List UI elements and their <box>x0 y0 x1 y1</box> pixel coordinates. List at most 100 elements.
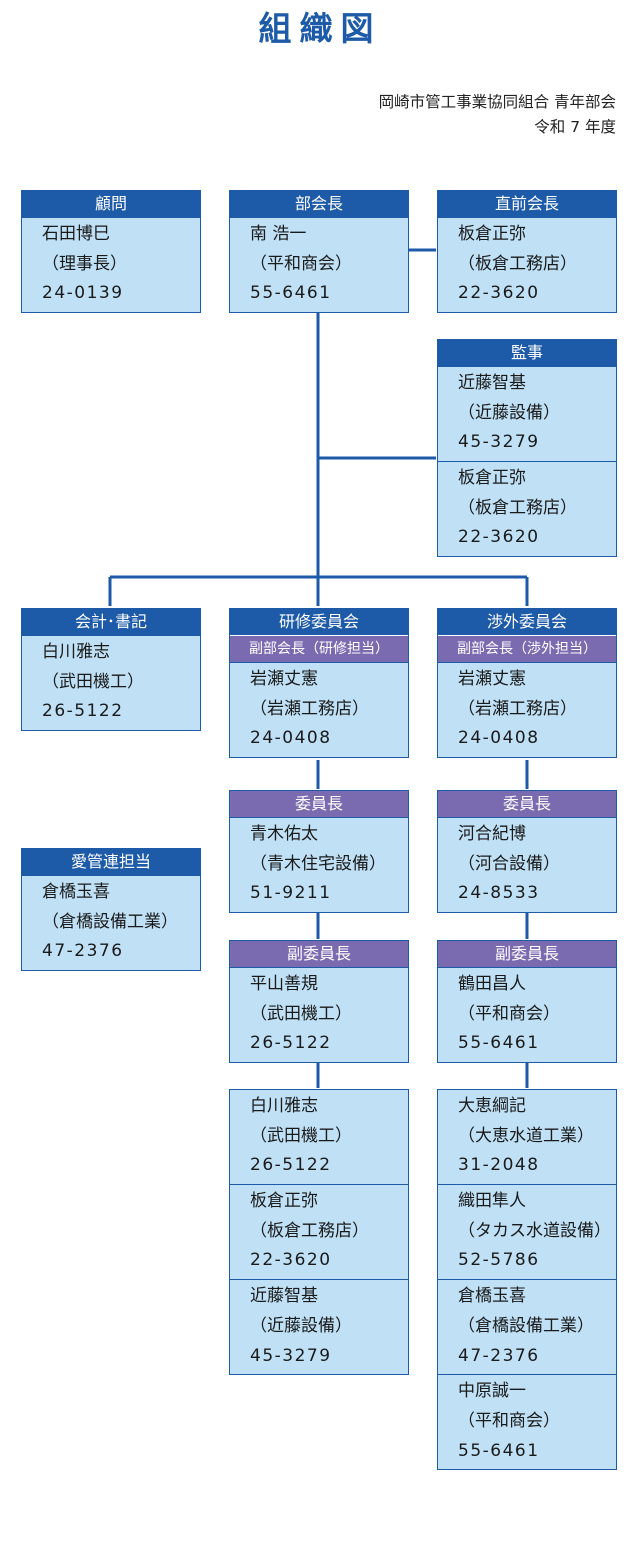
person-phone: 26-5122 <box>42 701 124 722</box>
person-entry: 近藤智基 （近藤設備） 45-3279 <box>230 1279 408 1374</box>
box-subheader: 副部会長（研修担当） <box>230 635 408 662</box>
box-kenshu-members: 白川雅志 （武田機工） 26-5122 板倉正弥 （板倉工務店） 22-3620 近藤智基 （… <box>229 1089 409 1376</box>
organization-name: 岡崎市管工事業協同組合 青年部会 <box>378 93 616 111</box>
person-entry: 白川雅志 （武田機工） 26-5122 <box>230 1090 408 1184</box>
box-header: 会計･書記 <box>22 609 200 635</box>
box-shogai-chair: 委員長河合紀博（河合設備）24-8533 <box>437 790 617 914</box>
person-company: （岩瀬工務店） <box>250 698 369 719</box>
person-entry: 近藤智基 （近藤設備） 45-3279 <box>438 366 616 461</box>
person-name: 石田博巳 <box>42 224 110 244</box>
person-phone: 26-5122 <box>250 1155 332 1176</box>
person-company: （近藤設備） <box>458 402 560 423</box>
person-entry: 倉橋玉喜 （倉橋設備工業） 47-2376 <box>22 875 200 970</box>
box-header: 直前会長 <box>438 191 616 217</box>
person-phone: 45-3279 <box>250 1345 332 1366</box>
person-name: 白川雅志 <box>42 642 110 662</box>
person-name: 鶴田昌人 <box>458 974 526 994</box>
person-entry: 石田博巳（理事長）24-0139 <box>22 217 200 312</box>
box-kenshu-vice-chair: 副委員長平山善規 （武田機工） 26-5122 <box>229 940 409 1064</box>
person-name: 南 浩一 <box>250 224 307 244</box>
box-kenshu-chair: 委員長青木佑太（青木住宅設備）51-9211 <box>229 790 409 914</box>
box-header: 部会長 <box>230 191 408 217</box>
box-kanji: 監事近藤智基 （近藤設備） 45-3279 板倉正弥 （板倉工務店） 22-3620 <box>437 339 617 558</box>
person-entry: 大恵綱記（大恵水道工業）31-2048 <box>438 1090 616 1184</box>
person-phone: 22-3620 <box>250 1250 332 1271</box>
person-entry: 岩瀬丈憲 （岩瀬工務店） 24-0408 <box>438 662 616 757</box>
person-name: 板倉正弥 <box>250 1191 318 1212</box>
person-company: （平和商会） <box>458 1410 560 1431</box>
person-phone: 22-3620 <box>458 527 540 548</box>
box-header: 顧問 <box>22 191 200 217</box>
person-entry: 河合紀博 （河合設備） 24-8533 <box>438 817 616 912</box>
person-company: （近藤設備） <box>250 1315 352 1336</box>
person-company: （タカス水道設備） <box>458 1220 611 1241</box>
person-name: 白川雅志 <box>250 1096 318 1116</box>
box-kaikei: 会計･書記白川雅志（武田機工）26-5122 <box>21 608 201 732</box>
person-name: 近藤智基 <box>458 373 526 393</box>
box-bukaicho: 部会長南 浩一 （平和商会） 55-6461 <box>229 190 409 314</box>
person-entry: 岩瀬丈憲（岩瀬工務店）24-0408 <box>230 662 408 757</box>
person-name: 中原誠一 <box>458 1381 526 1402</box>
box-header: 愛管連担当 <box>22 849 200 875</box>
box-header: 副委員長 <box>230 941 408 967</box>
person-entry: 平山善規 （武田機工） 26-5122 <box>230 967 408 1062</box>
person-company: （武田機工） <box>250 1003 352 1024</box>
person-company: （理事長） <box>42 253 127 274</box>
person-phone: 24-0408 <box>458 728 540 749</box>
person-entry: 白川雅志（武田機工）26-5122 <box>22 635 200 730</box>
person-phone: 24-8533 <box>458 883 540 904</box>
person-name: 岩瀬丈憲 <box>458 669 526 689</box>
person-company: （倉橋設備工業） <box>458 1315 594 1336</box>
box-kenshu-committee: 研修委員会副部会長（研修担当）岩瀬丈憲（岩瀬工務店）24-0408 <box>229 608 409 759</box>
person-entry: 鶴田昌人 （平和商会） 55-6461 <box>438 967 616 1062</box>
person-name: 板倉正弥 <box>458 224 526 244</box>
person-phone: 26-5122 <box>250 1033 332 1054</box>
person-entry: 青木佑太（青木住宅設備）51-9211 <box>230 817 408 912</box>
person-phone: 55-6461 <box>458 1033 540 1054</box>
person-entry: 中原誠一 （平和商会） 55-6461 <box>438 1374 616 1469</box>
person-entry: 織田隼人（タカス水道設備）52-5786 <box>438 1184 616 1279</box>
person-company: （河合設備） <box>458 853 560 874</box>
person-name: 倉橋玉喜 <box>458 1286 526 1307</box>
person-company: （板倉工務店） <box>250 1220 369 1241</box>
person-phone: 55-6461 <box>250 283 332 304</box>
person-company: （平和商会） <box>250 253 352 274</box>
box-komon: 顧問石田博巳（理事長）24-0139 <box>21 190 201 314</box>
person-phone: 47-2376 <box>458 1345 540 1366</box>
person-phone: 31-2048 <box>458 1155 540 1176</box>
fiscal-year: 令和 7 年度 <box>534 118 616 136</box>
box-chokuzen: 直前会長板倉正弥（板倉工務店）22-3620 <box>437 190 617 314</box>
person-phone: 22-3620 <box>458 283 540 304</box>
box-header: 副委員長 <box>438 941 616 967</box>
person-name: 岩瀬丈憲 <box>250 669 318 689</box>
box-shogai-vice-chair: 副委員長鶴田昌人 （平和商会） 55-6461 <box>437 940 617 1064</box>
person-name: 板倉正弥 <box>458 468 526 489</box>
person-phone: 45-3279 <box>458 432 540 453</box>
person-entry: 板倉正弥 （板倉工務店） 22-3620 <box>230 1184 408 1279</box>
person-name: 平山善規 <box>250 974 318 994</box>
box-header: 監事 <box>438 340 616 366</box>
person-company: （板倉工務店） <box>458 497 577 518</box>
person-phone: 55-6461 <box>458 1440 540 1461</box>
person-entry: 板倉正弥（板倉工務店）22-3620 <box>438 217 616 312</box>
person-entry: 南 浩一 （平和商会） 55-6461 <box>230 217 408 312</box>
person-phone: 47-2376 <box>42 941 124 962</box>
person-name: 織田隼人 <box>458 1191 526 1212</box>
box-subheader: 副部会長（渉外担当） <box>438 635 616 662</box>
person-company: （倉橋設備工業） <box>42 911 178 932</box>
person-company: （大恵水道工業） <box>458 1125 594 1146</box>
box-aikanren: 愛管連担当倉橋玉喜 （倉橋設備工業） 47-2376 <box>21 848 201 972</box>
person-name: 河合紀博 <box>458 824 526 844</box>
person-company: （岩瀬工務店） <box>458 698 577 719</box>
person-name: 倉橋玉喜 <box>42 882 110 902</box>
person-company: （武田機工） <box>250 1125 352 1146</box>
person-company: （平和商会） <box>458 1003 560 1024</box>
person-name: 近藤智基 <box>250 1286 318 1307</box>
person-entry: 倉橋玉喜 （倉橋設備工業） 47-2376 <box>438 1279 616 1374</box>
person-company: （青木住宅設備） <box>250 853 386 874</box>
person-phone: 51-9211 <box>250 883 332 904</box>
page-title: 組織図 <box>258 9 382 48</box>
box-header: 渉外委員会 <box>438 609 616 635</box>
